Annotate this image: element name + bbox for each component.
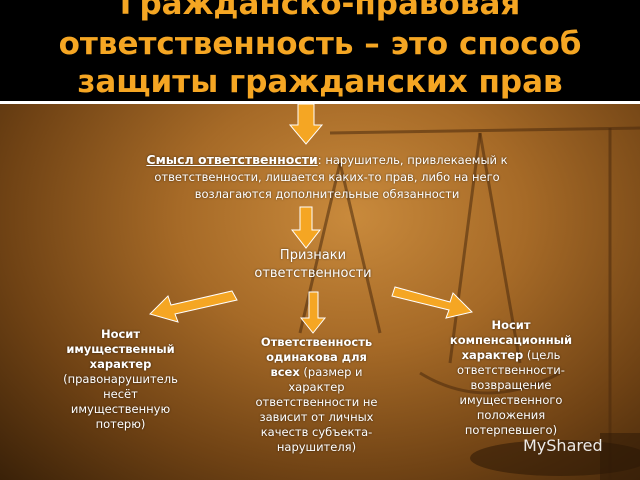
slide-background [0, 103, 640, 480]
feature-2-mixed-text: (размер и [299, 365, 363, 379]
feature-3-text-3: имущественного [459, 393, 563, 407]
title-bar [0, 0, 640, 103]
definition-term: Смысл ответственности [146, 152, 318, 167]
feature-equal: Ответственность одинакова для всех (разм… [244, 335, 389, 455]
scales-icon [298, 126, 640, 480]
feature-property: Носит имущественный характер (правонаруш… [38, 327, 203, 432]
feature-1-bold-2: имущественный [66, 342, 175, 356]
feature-1-text-3: имущественную [70, 402, 171, 416]
definition-line-1: : нарушитель, привлекаемый к [317, 153, 508, 167]
header-divider [0, 101, 640, 104]
feature-1-text-4: потерю) [95, 417, 146, 431]
feature-1-text-1: (правонарушитель [63, 372, 178, 386]
feature-1-bold-3: характер [89, 357, 152, 371]
feature-1-bold-1: Носит [100, 327, 141, 341]
feature-3-text-4: положения [476, 408, 546, 422]
feature-1-text-2: несёт [103, 387, 138, 401]
feature-3-text-5: потерпевшего) [464, 423, 558, 437]
signs-line-2: ответственности [254, 266, 372, 281]
feature-3-mixed-text: (цель [523, 348, 561, 362]
title-line-1: Гражданско-правовая [119, 0, 521, 22]
feature-3-text-1: ответственности- [457, 363, 565, 377]
feature-3-mixed-bold: характер [461, 348, 524, 362]
feature-2-mixed-bold: всех [270, 365, 300, 379]
arrow-down-1 [288, 103, 324, 145]
feature-compensation: Носит компенсационный характер (цель отв… [425, 318, 597, 438]
watermark-logo: MyShared [523, 436, 603, 455]
feature-3-bold-1: Носит [491, 318, 531, 332]
feature-2-text-3: зависит от личных [259, 410, 374, 424]
definition-box: Смысл ответственности: нарушитель, привл… [112, 151, 542, 203]
title-line-2: ответственность – это способ [58, 26, 582, 62]
definition-line-3: возлагаются дополнительные обязанности [194, 187, 460, 201]
feature-2-text-2: ответственности не [255, 395, 378, 409]
arrow-right [391, 286, 473, 319]
feature-2-text-1: характер [288, 380, 345, 394]
feature-2-bold-2: одинакова для [266, 350, 367, 364]
arrow-left [149, 290, 238, 323]
feature-3-bold-2: компенсационный [449, 333, 573, 347]
signs-line-1: Признаки [279, 248, 347, 263]
feature-2-text-4: качеств субъекта- [260, 425, 373, 439]
feature-2-text-5: нарушителя) [276, 440, 357, 454]
feature-2-bold-1: Ответственность [260, 335, 373, 349]
arrow-down-center [299, 291, 327, 334]
definition-line-2: ответственности, лишается каких-то прав,… [154, 170, 500, 184]
arrow-down-2 [290, 206, 322, 249]
title-line-3: защиты гражданских прав [77, 64, 563, 100]
signs-label: Признаки ответственности [238, 247, 388, 283]
feature-3-text-2: возвращение [470, 378, 552, 392]
